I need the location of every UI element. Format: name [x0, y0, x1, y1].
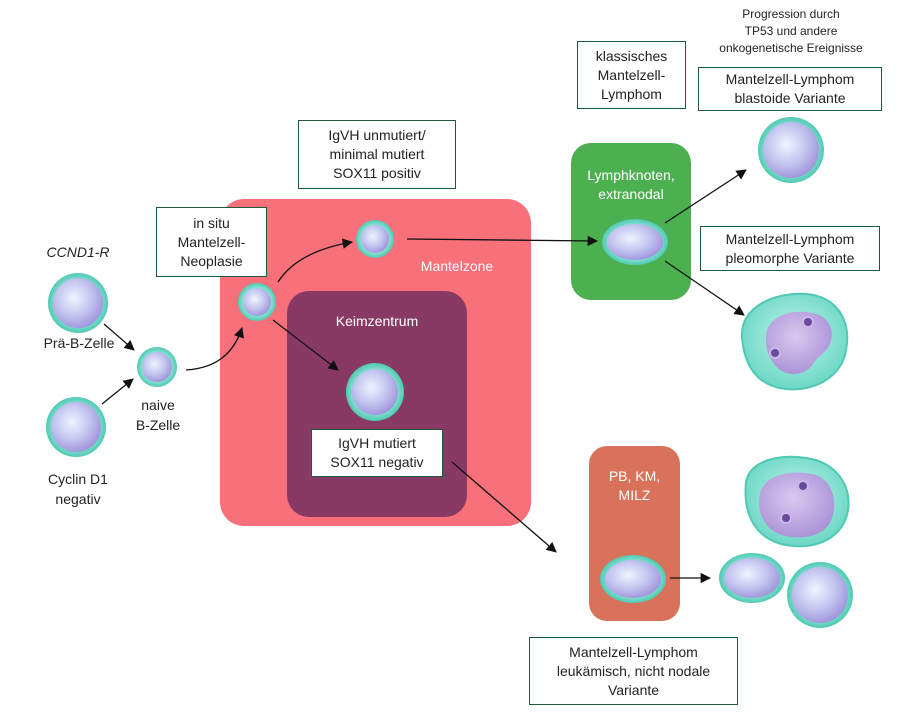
mantelzone-label: Mantelzone	[420, 258, 494, 274]
pleomorph-box: Mantelzell-Lymphom pleomorphe Variante	[700, 226, 880, 271]
igvh-unmutiert-line-1: IgVH unmutiert/	[328, 127, 426, 143]
blood-label: PB, KM, MILZ	[589, 467, 680, 505]
leukaemisch-cell-1	[719, 553, 785, 603]
progression-label: Progression durch TP53 und andere onkoge…	[700, 6, 882, 57]
pleomorph-line-1: Mantelzell-Lymphom	[725, 230, 855, 247]
arrow-naive-to-insitu	[185, 327, 244, 371]
blood-line-2: MILZ	[618, 487, 651, 503]
leukaemisch-line-3: Variante	[607, 681, 660, 698]
in-situ-line-2: Mantelzell-	[177, 233, 246, 250]
cyclin-d1-line-2: negativ	[55, 491, 101, 507]
pleomorph-cell	[740, 292, 849, 391]
klassisch-line-3: Lymphom	[601, 85, 662, 102]
cyclin-d1-line-1: Cyclin D1	[48, 471, 108, 487]
progression-line-2: TP53 und andere	[744, 24, 838, 38]
blastoid-box: Mantelzell-Lymphom blastoide Variante	[698, 67, 882, 111]
leukaemisch-line-2: leukämisch, nicht nodale	[556, 662, 711, 679]
blastoid-cell	[758, 117, 824, 183]
blastoid-line-2: blastoide Variante	[734, 90, 846, 106]
keimzentrum-cell	[346, 363, 404, 421]
progression-line-3: onkogenetische Ereignisse	[719, 41, 863, 55]
in-situ-cell	[238, 283, 276, 321]
igvh-unmutiert-box: IgVH unmutiert/ minimal mutiert SOX11 po…	[298, 120, 456, 189]
leukaemisch-box: Mantelzell-Lymphom leukämisch, nicht nod…	[529, 637, 738, 705]
arrow-mantel-to-lymph	[406, 235, 599, 247]
prae-b-cell	[48, 273, 108, 333]
blood-line-1: PB, KM,	[608, 468, 661, 484]
igvh-mutiert-line-2: SOX11 negativ	[330, 454, 424, 470]
leukaemisch-large-cell	[744, 455, 850, 548]
arrow-cyclin-to-naive	[101, 378, 134, 405]
blastoid-line-1: Mantelzell-Lymphom	[725, 71, 855, 87]
blood-cell	[600, 555, 666, 603]
igvh-unmutiert-line-2: minimal mutiert	[329, 146, 425, 162]
in-situ-line-1: in situ	[193, 214, 230, 231]
mantelzone-cell	[356, 220, 394, 258]
lymphknoten-cell	[602, 219, 668, 265]
in-situ-box: in situ Mantelzell- Neoplasie	[156, 207, 267, 277]
naive-b-zelle-label: naive B-Zelle	[116, 395, 200, 435]
ccnd1-label: CCND1-R	[46, 244, 110, 260]
arrow-insitu-to-mantel	[277, 238, 354, 283]
klassisch-box: klassisches Mantelzell- Lymphom	[577, 41, 686, 109]
lymphknoten-line-2: extranodal	[598, 186, 664, 202]
in-situ-line-3: Neoplasie	[180, 252, 243, 269]
naive-b-zelle-line-1: naive	[141, 397, 175, 413]
igvh-mutiert-box: IgVH mutiert SOX11 negativ	[311, 429, 443, 477]
leukaemisch-cell-2	[787, 562, 853, 628]
leukaemisch-line-1: Mantelzell-Lymphom	[569, 643, 698, 660]
cyclin-d1-label: Cyclin D1 negativ	[28, 469, 128, 509]
keimzentrum-label: Keimzentrum	[335, 313, 419, 329]
naive-b-zelle-line-2: B-Zelle	[135, 417, 181, 433]
arrow-keim-to-blood	[451, 461, 557, 553]
prae-b-zelle-label: Prä-B-Zelle	[43, 335, 115, 351]
igvh-mutiert-line-1: IgVH mutiert	[338, 435, 416, 451]
naive-b-cell	[137, 347, 177, 387]
igvh-unmutiert-line-3: SOX11 positiv	[333, 165, 421, 181]
lymphknoten-label: Lymphknoten, extranodal	[571, 166, 691, 204]
klassisch-line-2: Mantelzell-	[597, 66, 666, 83]
klassisch-line-1: klassisches	[595, 47, 668, 64]
lymphknoten-line-1: Lymphknoten,	[587, 167, 675, 183]
arrow-lymph-to-pleomorph	[664, 260, 745, 316]
arrow-lymph-to-blastoid	[664, 169, 747, 224]
progression-line-1: Progression durch	[742, 7, 840, 21]
arrow-insitu-to-keim	[272, 319, 339, 371]
cyclin-d1-negativ-cell	[46, 397, 106, 457]
pleomorph-line-2: pleomorphe Variante	[725, 249, 855, 266]
arrow-praeb-to-naive	[103, 323, 135, 351]
